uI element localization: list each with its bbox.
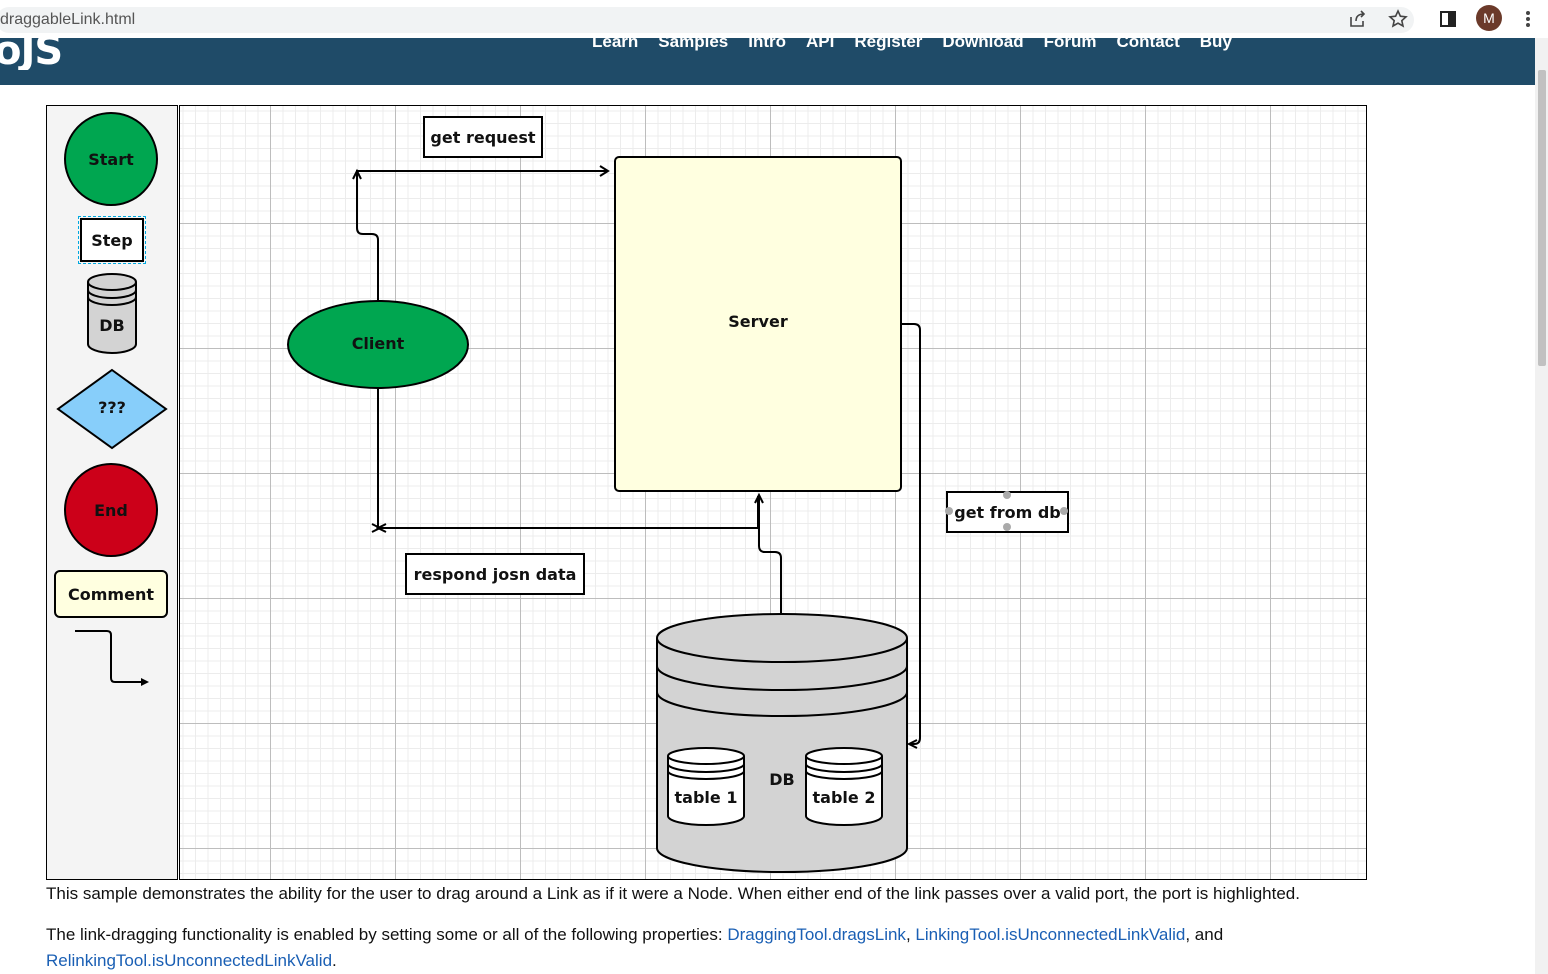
nav-download[interactable]: Download xyxy=(942,38,1024,51)
palette-decision[interactable]: ??? xyxy=(56,368,168,450)
nav-intro[interactable]: Intro xyxy=(748,38,787,51)
port-handle-bottom[interactable] xyxy=(1003,523,1011,531)
database-icon xyxy=(87,273,137,354)
server-label: Server xyxy=(728,311,788,331)
palette[interactable]: Start Step DB ??? End Comment xyxy=(46,105,178,880)
table-2-label: table 2 xyxy=(812,788,876,807)
palette-link[interactable] xyxy=(73,628,153,690)
link-get-request-path xyxy=(356,170,608,300)
nav-api[interactable]: API xyxy=(806,38,835,51)
palette-comment[interactable]: Comment xyxy=(54,570,168,618)
nav-samples[interactable]: Samples xyxy=(658,38,729,51)
diamond-icon xyxy=(56,368,168,450)
database-icon xyxy=(656,613,908,873)
profile-avatar[interactable]: M xyxy=(1476,5,1502,31)
link-relinking-tool[interactable]: RelinkingTool.isUnconnectedLinkValid xyxy=(46,951,333,970)
site-nav: Learn Samples Intro API Register Downloa… xyxy=(592,38,1252,60)
nav-learn[interactable]: Learn xyxy=(592,38,639,51)
kebab-menu-icon[interactable] xyxy=(1517,8,1539,30)
link-get-from-db-path xyxy=(901,323,921,745)
diagram-links xyxy=(352,165,921,749)
address-bar[interactable]: draggableLink.html xyxy=(0,7,1414,33)
table-1-node[interactable]: table 1 xyxy=(666,746,746,828)
port-handle-right[interactable] xyxy=(1060,507,1068,515)
site-logo[interactable]: oJS xyxy=(0,38,63,70)
server-node[interactable]: Server xyxy=(614,156,902,492)
palette-end[interactable]: End xyxy=(64,463,158,557)
share-icon[interactable] xyxy=(1347,8,1369,30)
nav-contact[interactable]: Contact xyxy=(1116,38,1180,51)
table-1-label: table 1 xyxy=(674,788,738,807)
port-handle-top[interactable] xyxy=(1003,491,1011,499)
palette-comment-label: Comment xyxy=(68,584,154,604)
link-label-get-request[interactable]: get request xyxy=(423,116,543,158)
palette-step[interactable]: Step xyxy=(78,216,146,264)
palette-db-label: DB xyxy=(99,316,125,335)
database-icon xyxy=(667,747,745,826)
client-node[interactable]: Client xyxy=(286,299,470,390)
browser-toolbar: draggableLink.html M xyxy=(0,0,1548,39)
palette-start-label: Start xyxy=(88,149,134,169)
bookmark-star-icon[interactable] xyxy=(1387,8,1409,30)
side-panel-icon[interactable] xyxy=(1437,8,1459,30)
link-db-server-path xyxy=(758,495,782,613)
link-dragging-tool[interactable]: DraggingTool.dragsLink xyxy=(727,925,906,944)
palette-step-label: Step xyxy=(91,230,133,250)
link-linking-tool[interactable]: LinkingTool.isUnconnectedLinkValid xyxy=(915,925,1186,944)
link-arrow-icon xyxy=(75,630,149,686)
palette-decision-label: ??? xyxy=(98,398,126,417)
palette-end-label: End xyxy=(94,500,128,520)
description-line-2: The link-dragging functionality is enabl… xyxy=(46,925,1224,944)
db-node[interactable]: DB table 1 table 2 xyxy=(654,612,910,874)
description-line-1: This sample demonstrates the ability for… xyxy=(46,884,1300,903)
diagram-canvas[interactable]: Client Server DB table 1 table 2 xyxy=(179,105,1367,880)
link-label-respond[interactable]: respond josn data xyxy=(405,553,585,595)
ellipse-shape xyxy=(287,300,469,389)
nav-register[interactable]: Register xyxy=(854,38,923,51)
description-line-3: RelinkingTool.isUnconnectedLinkValid. xyxy=(46,951,337,970)
database-icon xyxy=(805,747,883,826)
url-text: draggableLink.html xyxy=(0,11,136,28)
client-label: Client xyxy=(351,334,405,353)
scrollbar-thumb[interactable] xyxy=(1538,70,1546,366)
table-2-node[interactable]: table 2 xyxy=(804,746,884,828)
site-header xyxy=(0,38,1535,85)
palette-db[interactable]: DB xyxy=(85,272,139,356)
nav-buy[interactable]: Buy xyxy=(1199,38,1232,51)
nav-forum[interactable]: Forum xyxy=(1043,38,1097,51)
db-label: DB xyxy=(769,770,795,789)
palette-start[interactable]: Start xyxy=(64,112,158,206)
port-handle-left[interactable] xyxy=(945,507,953,515)
